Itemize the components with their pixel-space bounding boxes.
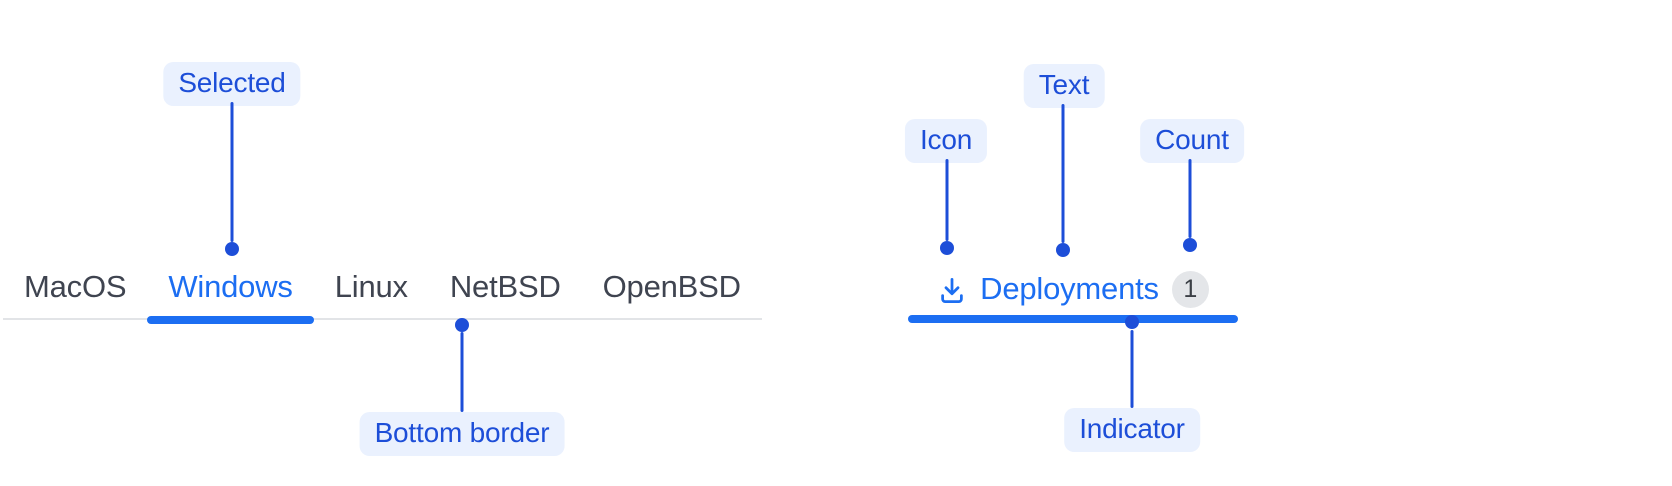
connector-line	[1188, 159, 1192, 238]
connector-dot	[940, 241, 954, 255]
connector-dot	[455, 318, 469, 332]
connector-dot	[1125, 315, 1139, 329]
tab-linux[interactable]: Linux	[314, 260, 429, 318]
tab-label: OpenBSD	[602, 268, 741, 304]
tab-label: Linux	[334, 268, 408, 304]
connector-line	[460, 332, 464, 412]
annotation-label-icon: Icon	[904, 119, 988, 163]
selected-tab-underline	[147, 316, 314, 324]
connector-line	[945, 159, 949, 241]
tab-openbsd[interactable]: OpenBSD	[582, 260, 762, 318]
deployments-tab[interactable]: Deployments 1	[908, 260, 1238, 323]
connector-line	[230, 102, 234, 242]
tab-label: Windows	[168, 268, 293, 304]
tab-netbsd[interactable]: NetBSD	[429, 260, 582, 318]
annotation-label-count: Count	[1140, 119, 1244, 163]
tab-indicator	[908, 315, 1238, 323]
annotation-label-indicator: Indicator	[1064, 408, 1200, 452]
connector-dot	[1056, 243, 1070, 257]
tab-macos[interactable]: MacOS	[3, 260, 147, 318]
tab-windows[interactable]: Windows	[147, 260, 314, 324]
tab-label: NetBSD	[449, 268, 561, 304]
os-tabbar: MacOS Windows Linux NetBSD OpenBSD	[3, 260, 762, 324]
annotation-label-selected: Selected	[163, 62, 301, 106]
connector-line	[1061, 104, 1065, 243]
connector-dot	[1183, 238, 1197, 252]
connector-line	[1130, 330, 1134, 408]
download-icon	[941, 278, 963, 303]
deployments-tab-label: Deployments	[980, 271, 1159, 306]
annotation-label-text: Text	[1023, 64, 1105, 108]
annotation-label-bottom-border: Bottom border	[359, 412, 565, 456]
tab-label: MacOS	[24, 268, 127, 304]
count-badge: 1	[1171, 270, 1209, 308]
connector-dot	[225, 242, 239, 256]
